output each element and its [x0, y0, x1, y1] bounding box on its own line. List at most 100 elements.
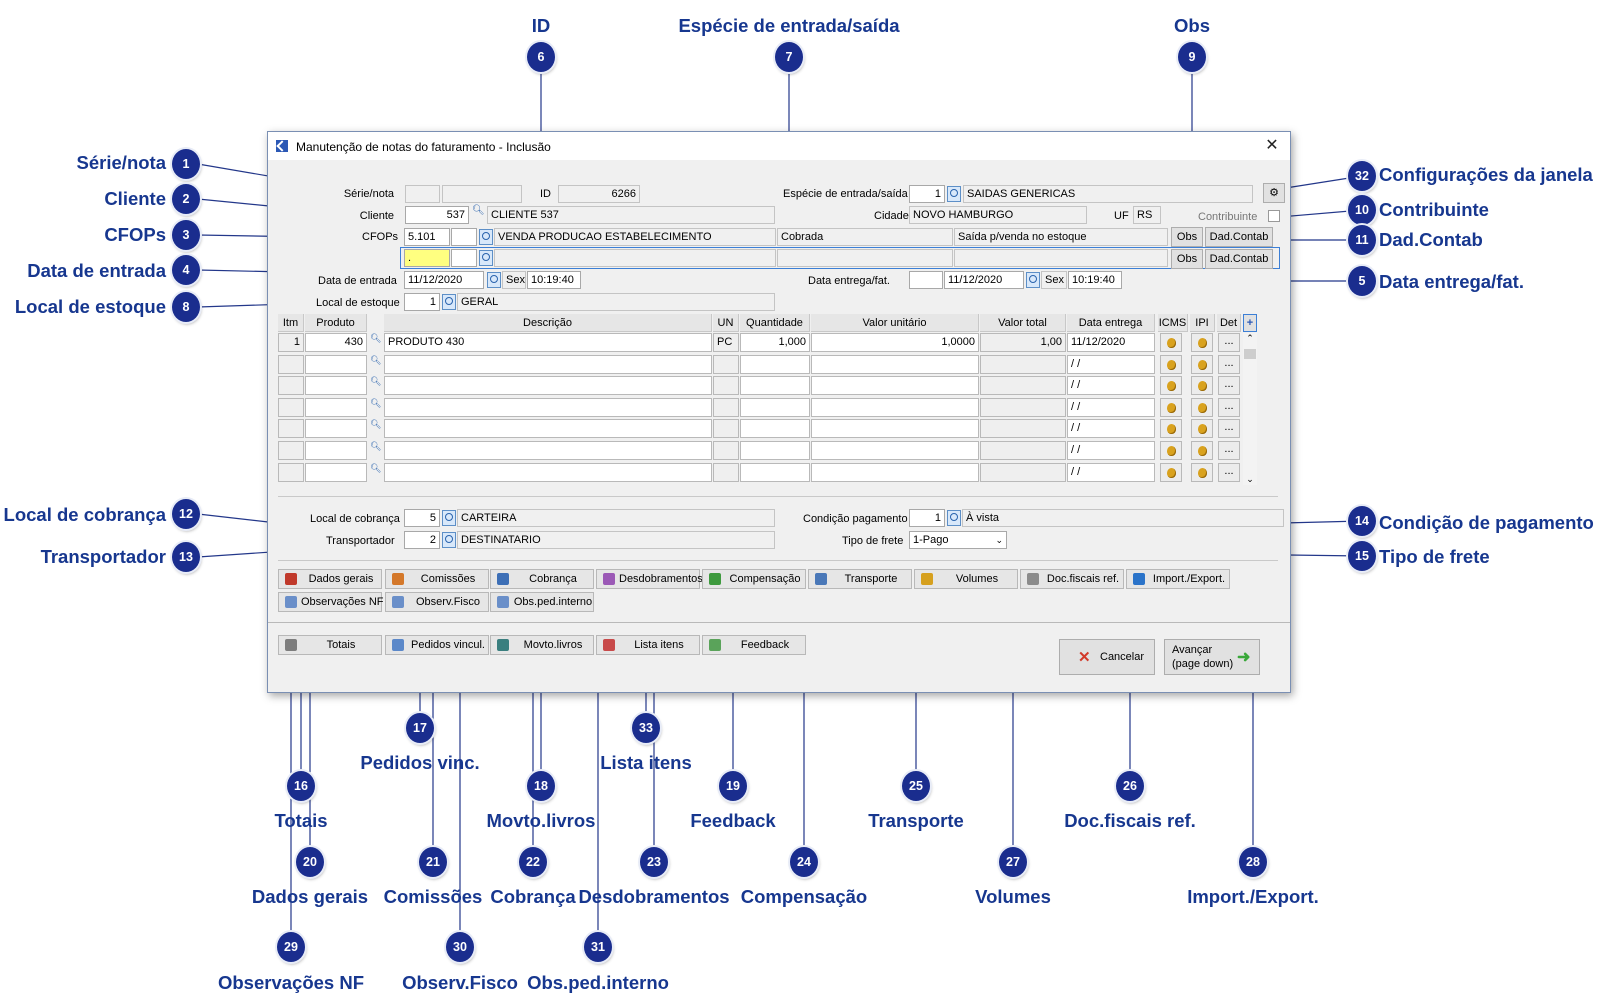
condicao-lookup-icon[interactable] [947, 510, 961, 526]
cfop1-sub-field[interactable] [451, 228, 477, 246]
cfop2-sub-field[interactable] [451, 249, 477, 267]
grid-cell-descricao[interactable] [384, 376, 712, 395]
tab2-1-button[interactable]: Observ.Fisco [385, 592, 489, 612]
grid-cell-data-entrega[interactable]: / / [1067, 398, 1155, 417]
bottom-1-button[interactable]: Pedidos vincul. [385, 635, 489, 655]
grid-cell-descricao[interactable] [384, 398, 712, 417]
grid-cell-produto[interactable] [305, 441, 367, 460]
cfop2-code-field[interactable]: . [404, 249, 450, 267]
grid-header-3[interactable]: UN [713, 314, 739, 332]
cfop2-lookup-icon[interactable] [479, 250, 493, 266]
grid-cell-quantidade[interactable] [740, 441, 810, 460]
det-button[interactable]: ... [1218, 333, 1240, 352]
det-button[interactable]: ... [1218, 441, 1240, 460]
tab2-2-button[interactable]: Obs.ped.interno [490, 592, 594, 612]
data-entrada-calendar-icon[interactable] [487, 272, 501, 288]
data-entrega-prefix-field[interactable] [909, 271, 943, 289]
condicao-code-field[interactable]: 1 [909, 509, 945, 527]
grid-cell-valor-unitario[interactable] [811, 376, 979, 395]
grid-cell-valor-unitario[interactable] [811, 463, 979, 482]
local-cobranca-lookup-icon[interactable] [442, 510, 456, 526]
scroll-up-icon[interactable]: ⌃ [1246, 333, 1254, 343]
hora-entrada-field[interactable]: 10:19:40 [527, 271, 581, 289]
tab-4-button[interactable]: Compensação [702, 569, 806, 589]
cfop1-dadcontab-button[interactable]: Dad.Contab [1205, 227, 1273, 247]
grid-cell-produto[interactable]: 430 [305, 333, 367, 352]
produto-search-icon[interactable]: 🔍︎ [370, 333, 382, 343]
grid-cell-data-entrega[interactable]: / / [1067, 419, 1155, 438]
data-entrega-calendar-icon[interactable] [1026, 272, 1040, 288]
grid-cell-descricao[interactable] [384, 419, 712, 438]
icms-money-bag-icon[interactable] [1160, 355, 1182, 374]
grid-header-0[interactable]: Itm [278, 314, 304, 332]
ipi-money-bag-icon[interactable] [1191, 398, 1213, 417]
grid-header-9[interactable]: IPI [1190, 314, 1215, 332]
avancar-button[interactable]: Avançar (page down) ➜ [1164, 639, 1260, 675]
grid-header-1[interactable]: Produto [305, 314, 367, 332]
cancelar-button[interactable]: ✕ Cancelar [1059, 639, 1155, 675]
icms-money-bag-icon[interactable] [1160, 419, 1182, 438]
grid-cell-quantidade[interactable] [740, 463, 810, 482]
grid-cell-data-entrega[interactable]: / / [1067, 355, 1155, 374]
data-entrada-field[interactable]: 11/12/2020 [404, 271, 484, 289]
grid-cell-quantidade[interactable]: 1,000 [740, 333, 810, 352]
det-button[interactable]: ... [1218, 355, 1240, 374]
serie-field[interactable] [405, 185, 440, 203]
grid-header-4[interactable]: Quantidade [740, 314, 810, 332]
grid-cell-descricao[interactable] [384, 355, 712, 374]
grid-header-7[interactable]: Data entrega [1067, 314, 1155, 332]
produto-search-icon[interactable]: 🔍︎ [370, 355, 382, 365]
icms-money-bag-icon[interactable] [1160, 376, 1182, 395]
grid-cell-descricao[interactable]: PRODUTO 430 [384, 333, 712, 352]
produto-search-icon[interactable]: 🔍︎ [370, 398, 382, 408]
grid-cell-data-entrega[interactable]: 11/12/2020 [1067, 333, 1155, 352]
scroll-down-icon[interactable]: ⌄ [1246, 474, 1254, 484]
grid-cell-descricao[interactable] [384, 463, 712, 482]
tab-7-button[interactable]: Doc.fiscais ref. [1020, 569, 1124, 589]
grid-scrollbar[interactable]: ⌃⌄ [1243, 333, 1257, 485]
data-entrega-field[interactable]: 11/12/2020 [944, 271, 1024, 289]
grid-header-8[interactable]: ICMS [1158, 314, 1188, 332]
nota-field[interactable] [442, 185, 522, 203]
cfop2-dadcontab-button[interactable]: Dad.Contab [1205, 249, 1273, 269]
ipi-money-bag-icon[interactable] [1191, 355, 1213, 374]
ipi-money-bag-icon[interactable] [1191, 376, 1213, 395]
cfop2-obs-button[interactable]: Obs [1171, 249, 1203, 269]
grid-cell-produto[interactable] [305, 376, 367, 395]
grid-cell-produto[interactable] [305, 463, 367, 482]
tab-2-button[interactable]: Cobrança [490, 569, 594, 589]
det-button[interactable]: ... [1218, 398, 1240, 417]
grid-cell-quantidade[interactable] [740, 355, 810, 374]
hora-entrega-field[interactable]: 10:19:40 [1068, 271, 1122, 289]
grid-cell-produto[interactable] [305, 355, 367, 374]
transportador-lookup-icon[interactable] [442, 532, 456, 548]
grid-cell-valor-unitario[interactable] [811, 398, 979, 417]
scroll-thumb[interactable] [1244, 349, 1256, 359]
cliente-code-field[interactable]: 537 [405, 206, 469, 224]
contribuinte-checkbox[interactable] [1268, 210, 1280, 222]
especie-code-field[interactable]: 1 [909, 185, 945, 203]
produto-search-icon[interactable]: 🔍︎ [370, 419, 382, 429]
icms-money-bag-icon[interactable] [1160, 398, 1182, 417]
ipi-money-bag-icon[interactable] [1191, 463, 1213, 482]
tab-5-button[interactable]: Transporte [808, 569, 912, 589]
grid-cell-quantidade[interactable] [740, 419, 810, 438]
grid-cell-data-entrega[interactable]: / / [1067, 376, 1155, 395]
grid-cell-descricao[interactable] [384, 441, 712, 460]
grid-header-10[interactable]: Det [1217, 314, 1241, 332]
local-estoque-lookup-icon[interactable] [442, 294, 456, 310]
grid-header-6[interactable]: Valor total [980, 314, 1066, 332]
grid-cell-valor-unitario[interactable] [811, 441, 979, 460]
bottom-4-button[interactable]: Feedback [702, 635, 806, 655]
grid-cell-data-entrega[interactable]: / / [1067, 441, 1155, 460]
det-button[interactable]: ... [1218, 463, 1240, 482]
grid-cell-produto[interactable] [305, 398, 367, 417]
ipi-money-bag-icon[interactable] [1191, 333, 1213, 352]
tab-6-button[interactable]: Volumes [914, 569, 1018, 589]
det-button[interactable]: ... [1218, 376, 1240, 395]
local-estoque-code-field[interactable]: 1 [404, 293, 440, 311]
cfop1-code-field[interactable]: 5.101 [404, 228, 450, 246]
transportador-code-field[interactable]: 2 [404, 531, 440, 549]
produto-search-icon[interactable]: 🔍︎ [370, 441, 382, 451]
grid-cell-valor-unitario[interactable] [811, 355, 979, 374]
